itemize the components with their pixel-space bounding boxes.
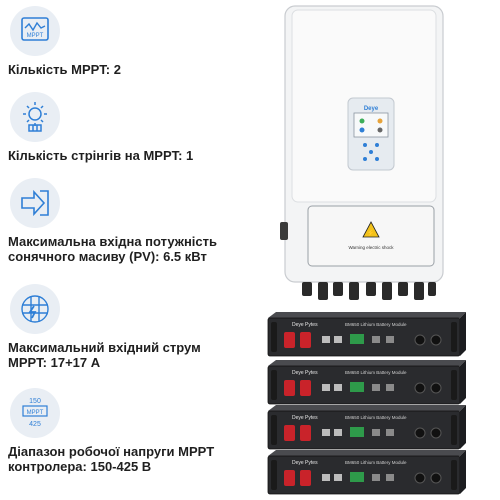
voltage-mppt-text: MPPT — [27, 410, 44, 416]
voltage-range-icon: 150 MPPT 425 — [10, 388, 60, 438]
inverter-warning-label: Warning electric shock — [348, 245, 394, 250]
battery-dip-switch — [350, 427, 364, 437]
battery-module: Deye Pytes BM650 Lithium Battery Module — [267, 405, 466, 450]
battery-brand-logo: Deye Pytes — [292, 460, 318, 466]
battery-port — [334, 474, 342, 481]
feature-max-pv-power: Максимальна вхідна потужність сонячного … — [8, 178, 278, 264]
battery-terminal-negative — [300, 425, 311, 441]
battery-port — [322, 474, 330, 481]
battery-brand-logo: Deye Pytes — [292, 322, 318, 328]
battery-terminal-negative — [300, 380, 311, 396]
battery-port — [334, 336, 342, 343]
battery-round-connector — [414, 427, 426, 439]
battery-port — [386, 474, 394, 481]
battery-handle — [271, 322, 277, 352]
feature-label: Діапазон робочої напруги MPPT контролера… — [8, 444, 215, 474]
feature-label: Кількість MPPT: 2 — [8, 62, 121, 77]
feature-mppt-count: MPPT Кількість MPPT: 2 — [8, 6, 278, 77]
battery-dip-switch — [350, 334, 364, 344]
battery-terminal-positive — [284, 380, 295, 396]
battery-handle — [451, 460, 457, 490]
svg-text:⚡: ⚡ — [367, 228, 376, 237]
voltage-min-text: 150 — [29, 398, 41, 405]
battery-brand-logo: Deye Pytes — [292, 370, 318, 376]
battery-terminal-positive — [284, 425, 295, 441]
battery-round-connector — [430, 334, 442, 346]
battery-handle — [271, 415, 277, 445]
inverter-wiring-cover: ⚡ Warning electric shock — [307, 205, 435, 267]
battery-round-connector — [414, 472, 426, 484]
mppt-icon: MPPT — [10, 6, 60, 56]
battery-handle — [271, 460, 277, 490]
battery-brand-logo: Deye Pytes — [292, 415, 318, 421]
inverter-brand-logo: Deye — [364, 106, 379, 112]
battery-port — [334, 429, 342, 436]
battery-port — [386, 429, 394, 436]
battery-port — [322, 384, 330, 391]
battery-dip-switch — [350, 472, 364, 482]
battery-port — [372, 429, 380, 436]
inverter-connectors — [302, 282, 436, 300]
battery-handle — [271, 370, 277, 400]
battery-round-connector — [414, 334, 426, 346]
battery-module: Deye Pytes BM650 Lithium Battery Module — [267, 360, 466, 405]
sun-bulb-icon — [10, 92, 60, 142]
battery-port — [372, 384, 380, 391]
battery-terminal-negative — [300, 470, 311, 486]
battery-terminal-negative — [300, 332, 311, 348]
battery-round-connector — [414, 382, 426, 394]
battery-port — [386, 384, 394, 391]
mppt-icon-text: MPPT — [27, 33, 44, 39]
feature-string-count: Кількість стрінгів на MPPT: 1 — [8, 92, 278, 163]
battery-handle — [451, 370, 457, 400]
battery-model-label: BM650 Lithium Battery Module — [345, 460, 407, 465]
feature-max-current: Максимальний вхідний струм MPPT: 17+17 А — [8, 284, 278, 370]
inverter-display-panel: Deye — [347, 97, 395, 171]
battery-port — [372, 474, 380, 481]
battery-module: Deye Pytes BM650 Lithium Battery Module — [267, 312, 466, 357]
battery-model-label: BM650 Lithium Battery Module — [345, 370, 407, 375]
inverter: Deye ⚡ Warning electric shock — [280, 5, 444, 300]
battery-port — [322, 429, 330, 436]
battery-round-connector — [430, 427, 442, 439]
battery-model-label: BM650 Lithium Battery Module — [345, 322, 407, 327]
solar-grid-icon — [10, 284, 60, 334]
battery-terminal-positive — [284, 470, 295, 486]
battery-terminal-positive — [284, 332, 295, 348]
battery-port — [322, 336, 330, 343]
feature-label: Максимальний вхідний струм MPPT: 17+17 А — [8, 340, 201, 370]
voltage-max-text: 425 — [29, 421, 41, 428]
battery-round-connector — [430, 472, 442, 484]
feature-voltage-range: 150 MPPT 425 Діапазон робочої напруги MP… — [8, 388, 278, 474]
battery-model-label: BM650 Lithium Battery Module — [345, 415, 407, 420]
battery-port — [334, 384, 342, 391]
arrow-panel-icon — [10, 178, 60, 228]
feature-label: Кількість стрінгів на MPPT: 1 — [8, 148, 194, 163]
battery-handle — [451, 322, 457, 352]
battery-port — [372, 336, 380, 343]
feature-label: Максимальна вхідна потужність сонячного … — [8, 234, 217, 264]
battery-dip-switch — [350, 382, 364, 392]
battery-module: Deye Pytes BM650 Lithium Battery Module — [267, 450, 466, 495]
battery-handle — [451, 415, 457, 445]
battery-port — [386, 336, 394, 343]
battery-round-connector — [430, 382, 442, 394]
